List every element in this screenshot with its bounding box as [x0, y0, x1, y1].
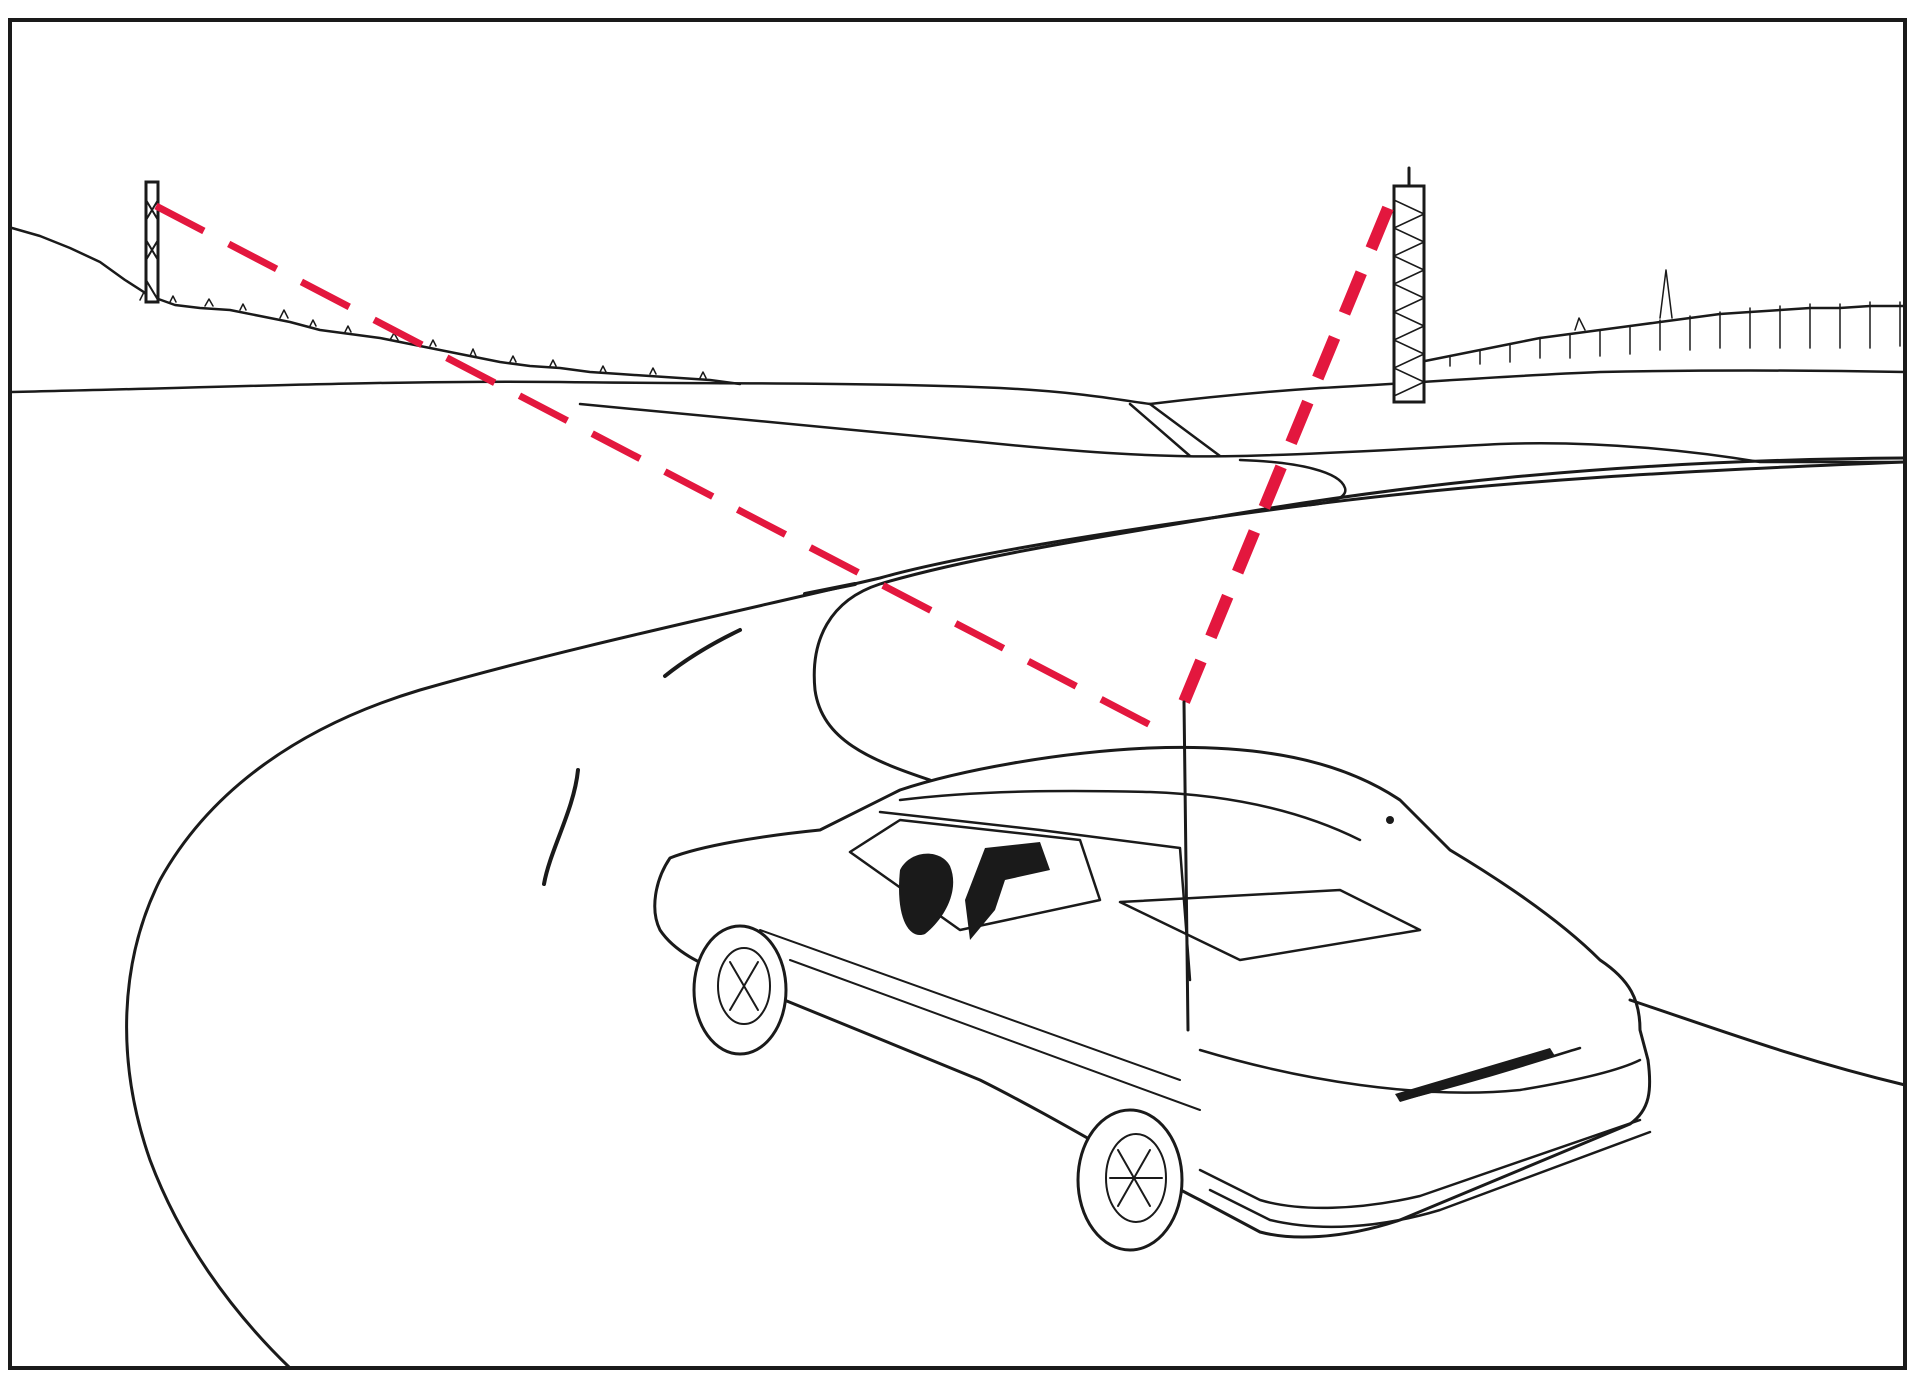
frame-border	[10, 20, 1905, 1368]
rear-wheel	[1078, 1110, 1182, 1250]
right-transmitter-tower	[1394, 168, 1424, 402]
left-transmitter-tower	[146, 182, 158, 302]
front-wheel	[694, 926, 786, 1054]
